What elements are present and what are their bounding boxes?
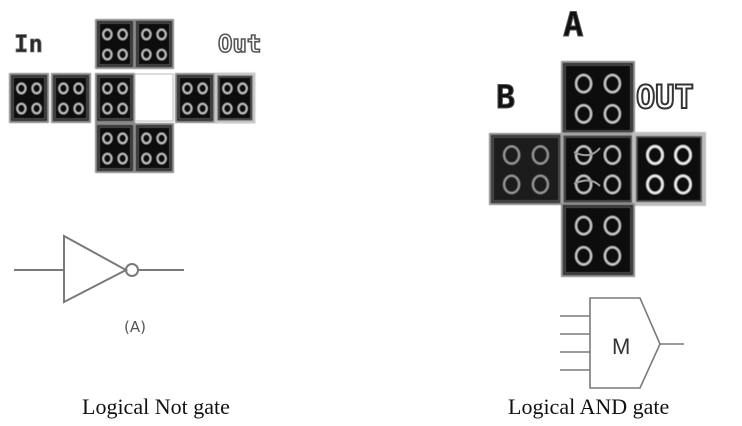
and-gate-symbol — [560, 297, 684, 389]
not-tile-right-1 — [175, 73, 215, 123]
tile-hole — [102, 132, 113, 145]
tile-hole — [117, 82, 128, 95]
tile-hole — [222, 102, 233, 115]
and-symbol-letter: M — [612, 334, 630, 359]
tile-hole — [575, 246, 593, 266]
tile-hole — [156, 152, 167, 165]
tile-hole — [156, 28, 167, 41]
tile-hole — [16, 82, 27, 95]
not-sublabel: (A) — [124, 318, 146, 336]
tile-hole — [117, 152, 128, 165]
tile-hole — [237, 102, 248, 115]
and-wire-upper — [573, 147, 601, 157]
tile-hole — [575, 174, 593, 195]
tile-hole — [503, 145, 521, 165]
tile-hole — [31, 102, 42, 115]
tile-hole — [16, 102, 27, 115]
and-input-b-label: B — [496, 78, 515, 116]
tile-hole — [141, 132, 152, 145]
tile-hole — [117, 132, 128, 145]
tile-hole — [575, 215, 593, 236]
not-tile-left-1 — [9, 73, 49, 123]
not-gate-symbol — [14, 234, 184, 304]
tile-hole — [603, 246, 621, 266]
tile-hole — [646, 174, 664, 195]
tile-hole — [674, 145, 692, 165]
tile-hole — [156, 48, 167, 61]
not-gate-panel: In Out (A) Logical Not gate — [9, 19, 262, 419]
tile-hole — [156, 132, 167, 145]
not-output-label: Out — [218, 30, 261, 58]
tile-hole — [102, 82, 113, 95]
tile-hole — [197, 102, 208, 115]
tile-hole — [575, 73, 593, 94]
tile-hole — [603, 145, 621, 165]
not-tile-right-2 — [214, 72, 256, 124]
tile-hole — [603, 104, 621, 124]
tile-hole — [237, 82, 248, 95]
tile-hole — [102, 152, 113, 165]
tile-hole — [575, 104, 593, 124]
and-symbol-body — [589, 297, 661, 389]
and-gate-panel: A B OUT M Logical AND gate — [489, 5, 706, 419]
not-symbol-triangle — [63, 234, 129, 304]
not-tile-left-2 — [51, 73, 91, 123]
tile-hole — [58, 82, 69, 95]
and-tile-bottom — [561, 203, 635, 277]
tile-hole — [197, 82, 208, 95]
tile-hole — [674, 174, 692, 195]
not-tile-bottom-right — [134, 123, 174, 173]
and-input-a-label: A — [563, 5, 583, 45]
not-center-gap — [134, 73, 174, 122]
and-gate-tile-array — [489, 61, 706, 277]
tile-hole — [117, 48, 128, 61]
not-gate-caption: Logical Not gate — [82, 394, 230, 419]
not-tile-center-left — [95, 73, 135, 123]
tile-hole — [182, 102, 193, 115]
tile-hole — [141, 28, 152, 41]
and-tile-right-output — [632, 132, 706, 206]
not-tile-bottom-left — [95, 123, 135, 173]
tile-hole — [503, 174, 521, 195]
and-tile-center — [560, 132, 636, 206]
and-tile-left — [489, 133, 563, 205]
tile-hole — [102, 48, 113, 61]
tile-hole — [58, 102, 69, 115]
tile-hole — [102, 102, 113, 115]
and-gate-caption: Logical AND gate — [508, 394, 669, 419]
and-tile-top — [561, 61, 635, 135]
tile-hole — [646, 145, 664, 165]
tile-hole — [117, 102, 128, 115]
tile-hole — [102, 28, 113, 41]
tile-hole — [222, 82, 233, 95]
tile-hole — [31, 82, 42, 95]
and-center-wiring — [573, 147, 601, 187]
tile-hole — [73, 102, 84, 115]
not-gate-tile-array — [9, 19, 256, 173]
tile-hole — [117, 28, 128, 41]
tile-hole — [603, 73, 621, 94]
tile-hole — [531, 174, 549, 195]
tile-hole — [141, 48, 152, 61]
not-tile-top-left — [95, 19, 135, 69]
not-input-label: In — [14, 30, 43, 58]
tile-hole — [531, 145, 549, 165]
tile-hole — [603, 174, 621, 195]
tile-hole — [73, 82, 84, 95]
and-output-label: OUT — [636, 78, 694, 116]
and-wire-lower — [573, 179, 601, 187]
tile-hole — [182, 82, 193, 95]
tile-hole — [603, 215, 621, 236]
not-tile-top-right — [134, 19, 174, 69]
tile-hole — [141, 152, 152, 165]
